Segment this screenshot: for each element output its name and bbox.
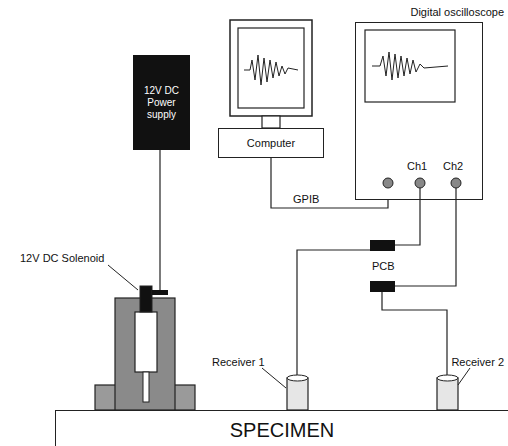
channel-label: Ch1 [407, 160, 427, 173]
power-wire [159, 150, 160, 290]
pcb-block [370, 240, 395, 251]
node-text: SPECIMEN [230, 419, 334, 442]
pcb-label: PCB [372, 260, 395, 273]
channel-label: Ch2 [443, 160, 463, 173]
receiver-sensor [287, 375, 458, 410]
node-heading: Digital oscilloscope [356, 6, 504, 18]
leader-line [108, 265, 470, 388]
part-label: Receiver 1 [212, 356, 265, 369]
node-text: Computer [247, 137, 295, 149]
computer-base: Computer [218, 128, 324, 158]
specimen-block: SPECIMEN [55, 410, 508, 446]
part-label: 12V DC Solenoid [20, 252, 104, 265]
bus-label: GPIB [293, 193, 319, 206]
oscilloscope-box: Digital oscilloscope [355, 22, 483, 200]
probe-wires [297, 188, 456, 378]
connector [271, 158, 388, 208]
part-label: Receiver 2 [451, 356, 504, 369]
node-text: 12V DC Power supply [137, 85, 186, 121]
power-supply-box: 12V DC Power supply [133, 55, 190, 150]
computer-monitor [230, 20, 312, 128]
solenoid [95, 286, 195, 410]
pcb-block [370, 281, 395, 292]
